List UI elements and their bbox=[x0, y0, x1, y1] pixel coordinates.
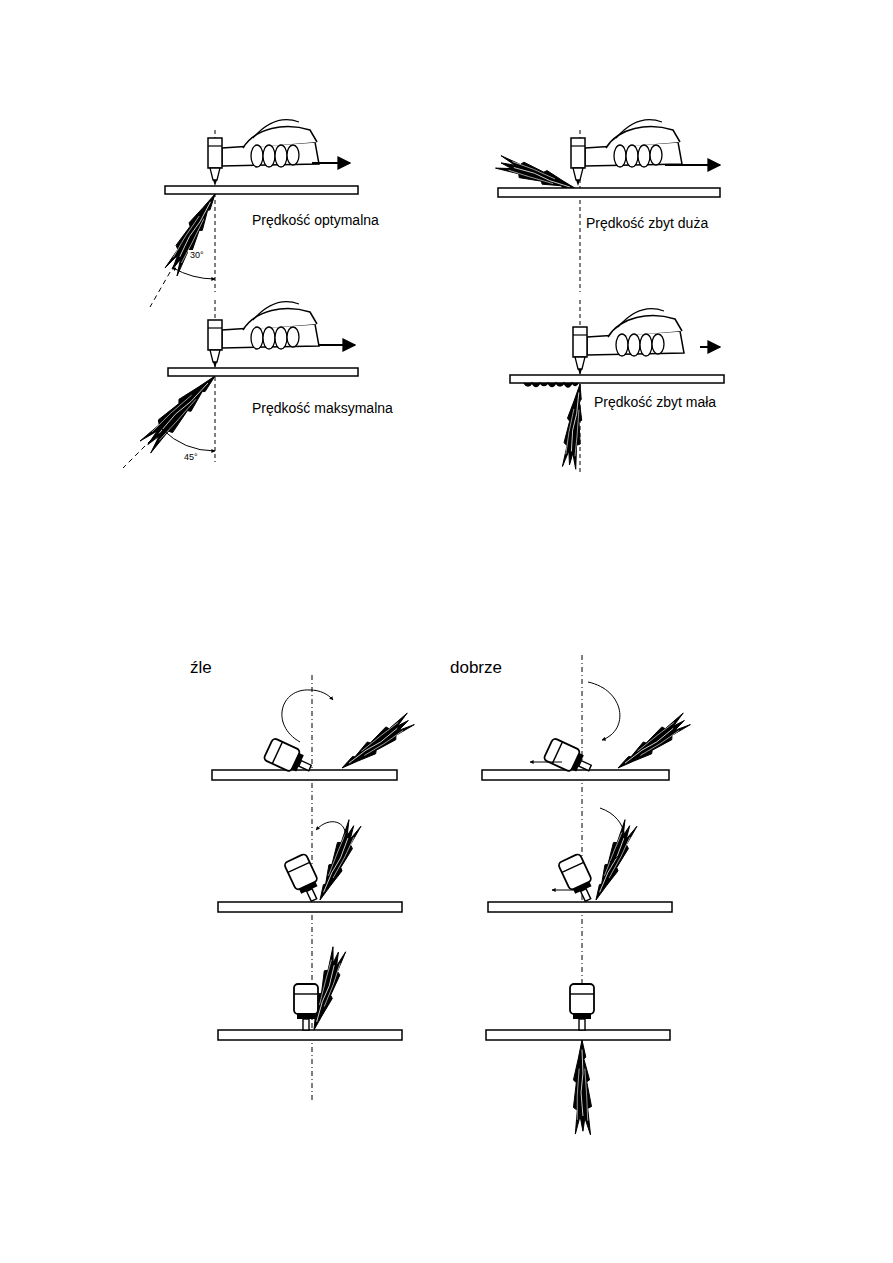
angle-label: 30° bbox=[188, 250, 206, 260]
column-heading: dobrze bbox=[448, 658, 504, 678]
speed-label: Prędkość maksymalna bbox=[250, 400, 395, 416]
speed-label: Prędkość optymalna bbox=[250, 212, 381, 228]
speed-label: Prędkość zbyt duża bbox=[584, 215, 710, 231]
column-heading: źle bbox=[188, 658, 214, 678]
angle-label: 45° bbox=[182, 452, 200, 462]
speed-label: Prędkość zbyt mała bbox=[592, 394, 718, 410]
